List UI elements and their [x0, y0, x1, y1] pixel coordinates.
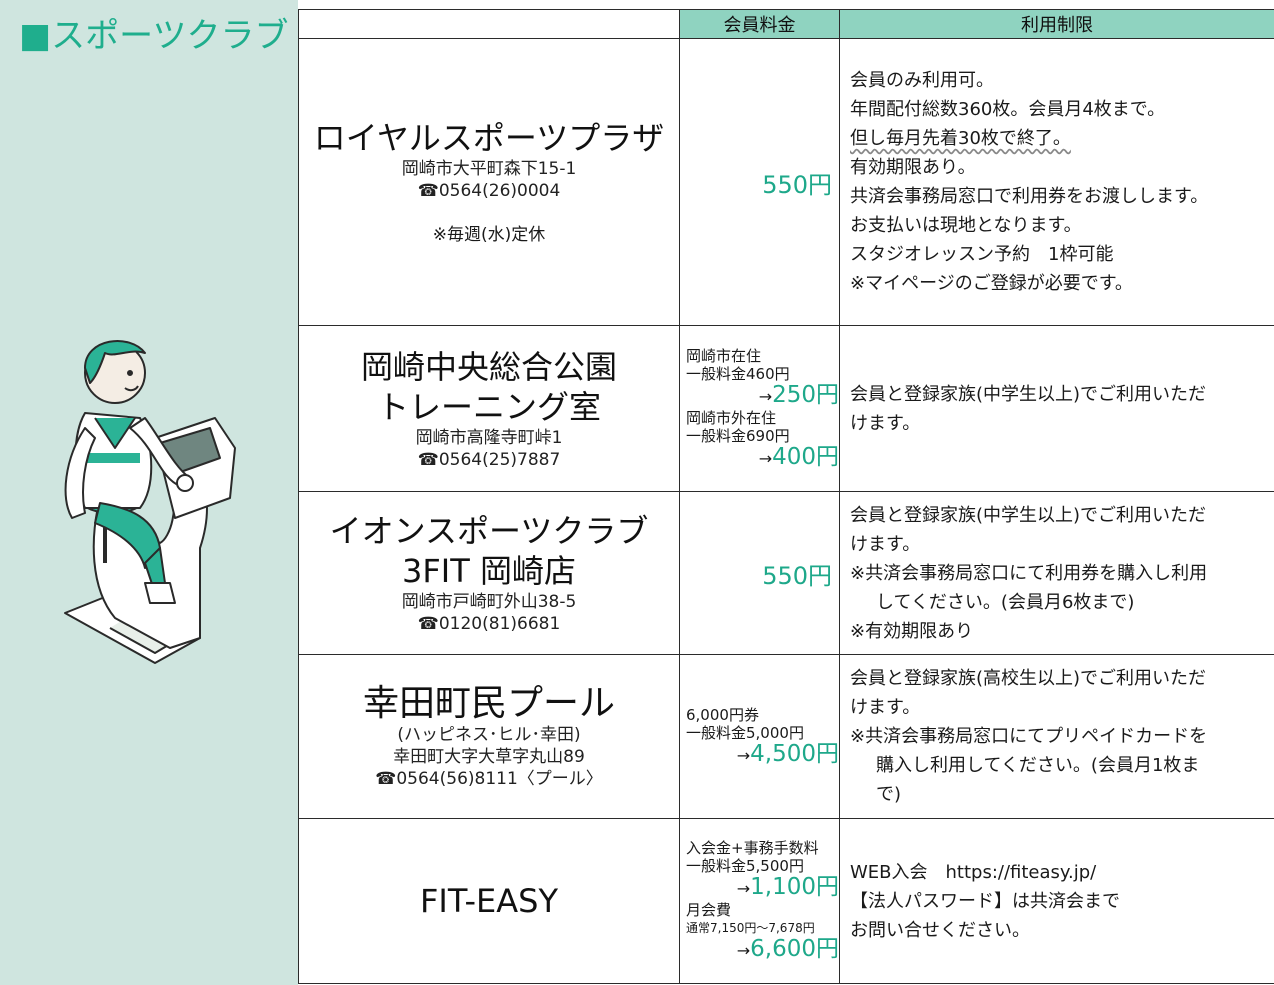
facility-note: ※毎週(水)定休	[432, 225, 546, 245]
fee-text: 通常7,150円〜7,678円	[686, 921, 815, 935]
fee-cell: 入会金+事務手数料 一般料金5,500円 →1,100円 月会費 通常7,150…	[679, 818, 840, 984]
facility-address: 幸田町大字大草字丸山89	[393, 746, 585, 767]
header-fee: 会員料金	[679, 9, 840, 39]
limit-line: 共済会事務局窓口で利用券をお渡しします。	[850, 186, 1209, 207]
facility-name: 幸田町民プール	[362, 682, 615, 724]
fee-text: 一般料金5,500円	[686, 857, 804, 875]
facility-cell: FIT-EASY	[298, 818, 680, 984]
limit-line: けます。	[850, 533, 921, 555]
fee-text: 岡崎市在住	[686, 346, 762, 365]
header-limit: 利用制限	[839, 9, 1274, 39]
table-row: イオンスポーツクラブ 3FIT 岡崎店 岡崎市戸崎町外山38-5 ☎0120(8…	[298, 491, 1274, 655]
arrow: →	[736, 941, 751, 960]
limit-line: 会員のみ利用可。	[850, 70, 994, 91]
exercise-bike-illustration	[64, 340, 236, 664]
limit-cell: WEB入会 https://fiteasy.jp/ 【法人パスワード】は共済会ま…	[839, 818, 1274, 984]
limit-line: 会員と登録家族(高校生以上)でご利用いただ	[850, 668, 1207, 689]
price: 1,100円	[750, 874, 839, 900]
limit-line: 但し毎月先着30枚で終了。	[850, 128, 1071, 149]
limit-line: ※共済会事務局窓口にてプリペイドカードを	[850, 726, 1208, 747]
fee-text: 一般料金5,000円	[686, 723, 804, 742]
table-row: 岡崎中央総合公園 トレーニング室 岡崎市高隆寺町峠1 ☎0564(25)7887…	[298, 325, 1274, 492]
limit-line: 購入し利用してください。(会員月1枚ま	[876, 755, 1200, 776]
fee-cell: 550円	[679, 491, 840, 655]
fee-text: 月会費	[686, 901, 732, 919]
arrow: →	[736, 745, 751, 765]
limit-line: ※共済会事務局窓口にて利用券を購入し利用	[850, 562, 1208, 584]
facility-name: トレーニング室	[376, 387, 601, 426]
arrow: →	[758, 448, 773, 468]
limit-line: WEB入会 https://fiteasy.jp/	[850, 861, 1097, 883]
price: 400円	[772, 443, 839, 470]
fee-text: 6,000円券	[686, 705, 759, 724]
arrow: →	[736, 879, 751, 898]
limit-cell: 会員のみ利用可。 年間配付総数360枚。会員月4枚まで。 但し毎月先着30枚で終…	[839, 38, 1274, 326]
facility-name: ロイヤルスポーツプラザ	[313, 119, 665, 157]
facility-name: 3FIT 岡崎店	[402, 552, 576, 590]
limit-line: 年間配付総数360枚。会員月4枚まで。	[850, 99, 1166, 120]
facility-cell: ロイヤルスポーツプラザ 岡崎市大平町森下15-1 ☎0564(26)0004 ※…	[298, 38, 680, 326]
limit-line: 会員と登録家族(中学生以上)でご利用いただ	[850, 383, 1207, 405]
facility-name: FIT-EASY	[420, 882, 558, 920]
limit-line: 【法人パスワード】は共済会まで	[850, 890, 1120, 912]
fee-text: 岡崎市外在住	[686, 408, 777, 427]
facility-cell: 岡崎中央総合公園 トレーニング室 岡崎市高隆寺町峠1 ☎0564(25)7887	[298, 325, 680, 492]
limit-cell: 会員と登録家族(中学生以上)でご利用いただ けます。 ※共済会事務局窓口にて利用…	[839, 491, 1274, 655]
section-title: ■スポーツクラブ	[19, 16, 289, 56]
table-row: ロイヤルスポーツプラザ 岡崎市大平町森下15-1 ☎0564(26)0004 ※…	[298, 38, 1274, 326]
club-table: 会員料金 利用制限 ロイヤルスポーツプラザ 岡崎市大平町森下15-1 ☎0564…	[298, 9, 1274, 984]
limit-line: ※有効期限あり	[850, 620, 974, 642]
facility-address: 岡崎市戸崎町外山38-5	[401, 592, 577, 612]
limit-line: で)	[876, 784, 902, 805]
fee-text: 一般料金690円	[686, 426, 790, 445]
header-blank	[298, 9, 680, 39]
limit-line: お支払いは現地となります。	[850, 215, 1082, 236]
limit-line: 会員と登録家族(中学生以上)でご利用いただ	[850, 504, 1207, 526]
fee-text: 一般料金460円	[686, 364, 790, 383]
limit-line: スタジオレッスン予約 1枠可能	[850, 244, 1114, 265]
fee-text: 入会金+事務手数料	[686, 839, 819, 857]
price: 250円	[772, 381, 839, 408]
facility-name: イオンスポーツクラブ	[329, 512, 649, 550]
fee-cell: 岡崎市在住 一般料金460円 →250円 岡崎市外在住 一般料金690円 →40…	[679, 325, 840, 492]
facility-phone: ☎0120(81)6681	[417, 614, 561, 634]
facility-cell: 幸田町民プール (ハッピネス･ヒル･幸田) 幸田町大字大草字丸山89 ☎0564…	[298, 654, 680, 819]
limit-cell: 会員と登録家族(高校生以上)でご利用いただ けます。 ※共済会事務局窓口にてプリ…	[839, 654, 1274, 819]
limit-line: お問い合せください。	[850, 919, 1030, 941]
facility-phone: ☎0564(25)7887	[417, 449, 561, 470]
fee-cell: 550円	[679, 38, 840, 326]
price: 4,500円	[750, 740, 839, 767]
limit-line: けます。	[850, 412, 921, 434]
limit-line: けます。	[850, 697, 921, 718]
facility-subname: (ハッピネス･ヒル･幸田)	[397, 724, 581, 745]
facility-phone: ☎0564(56)8111〈プール〉	[375, 768, 603, 789]
price: 550円	[762, 561, 832, 590]
limit-line: ※マイページのご登録が必要です。	[850, 273, 1133, 294]
price: 550円	[762, 170, 832, 199]
limit-line: してください。(会員月6枚まで)	[876, 591, 1135, 613]
table-row: FIT-EASY 入会金+事務手数料 一般料金5,500円 →1,100円 月会…	[298, 818, 1274, 984]
facility-address: 岡崎市高隆寺町峠1	[415, 427, 563, 448]
table-row: 幸田町民プール (ハッピネス･ヒル･幸田) 幸田町大字大草字丸山89 ☎0564…	[298, 654, 1274, 819]
fee-cell: 6,000円券 一般料金5,000円 →4,500円	[679, 654, 840, 819]
facility-address: 岡崎市大平町森下15-1	[401, 159, 577, 179]
facility-phone: ☎0564(26)0004	[417, 181, 561, 201]
facility-cell: イオンスポーツクラブ 3FIT 岡崎店 岡崎市戸崎町外山38-5 ☎0120(8…	[298, 491, 680, 655]
facility-name: 岡崎中央総合公園	[360, 347, 617, 386]
limit-line: 有効期限あり。	[850, 157, 976, 178]
sidebar: ■スポーツクラブ	[0, 0, 298, 985]
arrow: →	[758, 386, 773, 406]
price: 6,600円	[750, 936, 839, 962]
limit-cell: 会員と登録家族(中学生以上)でご利用いただ けます。	[839, 325, 1274, 492]
